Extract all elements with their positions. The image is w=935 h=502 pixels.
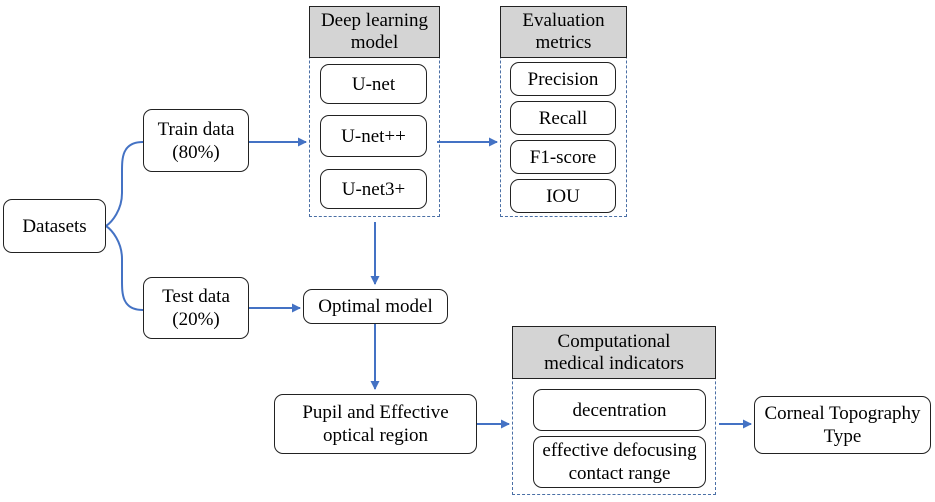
pupil-region-line2: optical region <box>323 425 428 446</box>
topography-type-line1: Corneal Topography <box>764 403 921 424</box>
pupil-region-node: Pupil and Effective optical region <box>274 394 477 454</box>
indicators-title-line2: medical indicators <box>544 352 684 374</box>
indicators-title-line1: Computational <box>557 330 671 352</box>
metric-f1-score-label: F1-score <box>529 146 597 168</box>
topography-type-node: Corneal Topography Type <box>754 396 931 454</box>
deep-learning-model-header: Deep learning model <box>309 6 440 58</box>
model-unetpp-label: U-net++ <box>341 125 406 147</box>
indicator-defocusing-line2: contact range <box>568 463 671 484</box>
model-unet3plus: U-net3+ <box>320 169 427 209</box>
metric-precision: Precision <box>510 62 616 96</box>
evaluation-metrics-header: Evaluation metrics <box>500 6 627 58</box>
topography-type-line2: Type <box>823 426 862 447</box>
medical-indicators-header: Computational medical indicators <box>512 326 716 379</box>
train-data-label: Train data <box>157 118 235 140</box>
indicator-decentration-label: decentration <box>572 399 667 421</box>
test-data-node: Test data (20%) <box>143 277 249 339</box>
pupil-region-line1: Pupil and Effective <box>302 402 449 423</box>
metric-f1-score: F1-score <box>510 140 616 174</box>
train-data-node: Train data (80%) <box>143 109 249 172</box>
metric-recall-label: Recall <box>538 107 588 129</box>
model-unet-label: U-net <box>351 73 396 95</box>
datasets-label: Datasets <box>22 215 87 237</box>
indicator-defocusing-range: effective defocusing contact range <box>533 436 706 488</box>
metric-recall: Recall <box>510 101 616 135</box>
brace-to-test-data <box>105 225 144 311</box>
train-data-percent: (80%) <box>172 141 220 163</box>
metric-iou: IOU <box>510 179 616 213</box>
optimal-model-node: Optimal model <box>303 289 448 324</box>
deep-learning-title-line1: Deep learning <box>320 10 429 31</box>
test-data-percent: (20%) <box>172 309 220 330</box>
evaluation-title-line1: Evaluation <box>522 10 605 31</box>
indicator-decentration: decentration <box>533 389 706 431</box>
test-data-label: Test data <box>162 286 230 307</box>
datasets-node: Datasets <box>3 199 106 253</box>
metric-precision-label: Precision <box>527 68 599 90</box>
model-unetpp: U-net++ <box>320 115 427 157</box>
deep-learning-title-line2: model <box>350 32 399 53</box>
indicator-defocusing-line1: effective defocusing <box>542 440 697 461</box>
model-unet: U-net <box>320 64 427 104</box>
model-unet3plus-label: U-net3+ <box>341 178 406 200</box>
optimal-model-label: Optimal model <box>318 296 433 317</box>
evaluation-title-line2: metrics <box>535 32 592 53</box>
metric-iou-label: IOU <box>546 185 580 207</box>
brace-to-train-data <box>105 141 144 227</box>
